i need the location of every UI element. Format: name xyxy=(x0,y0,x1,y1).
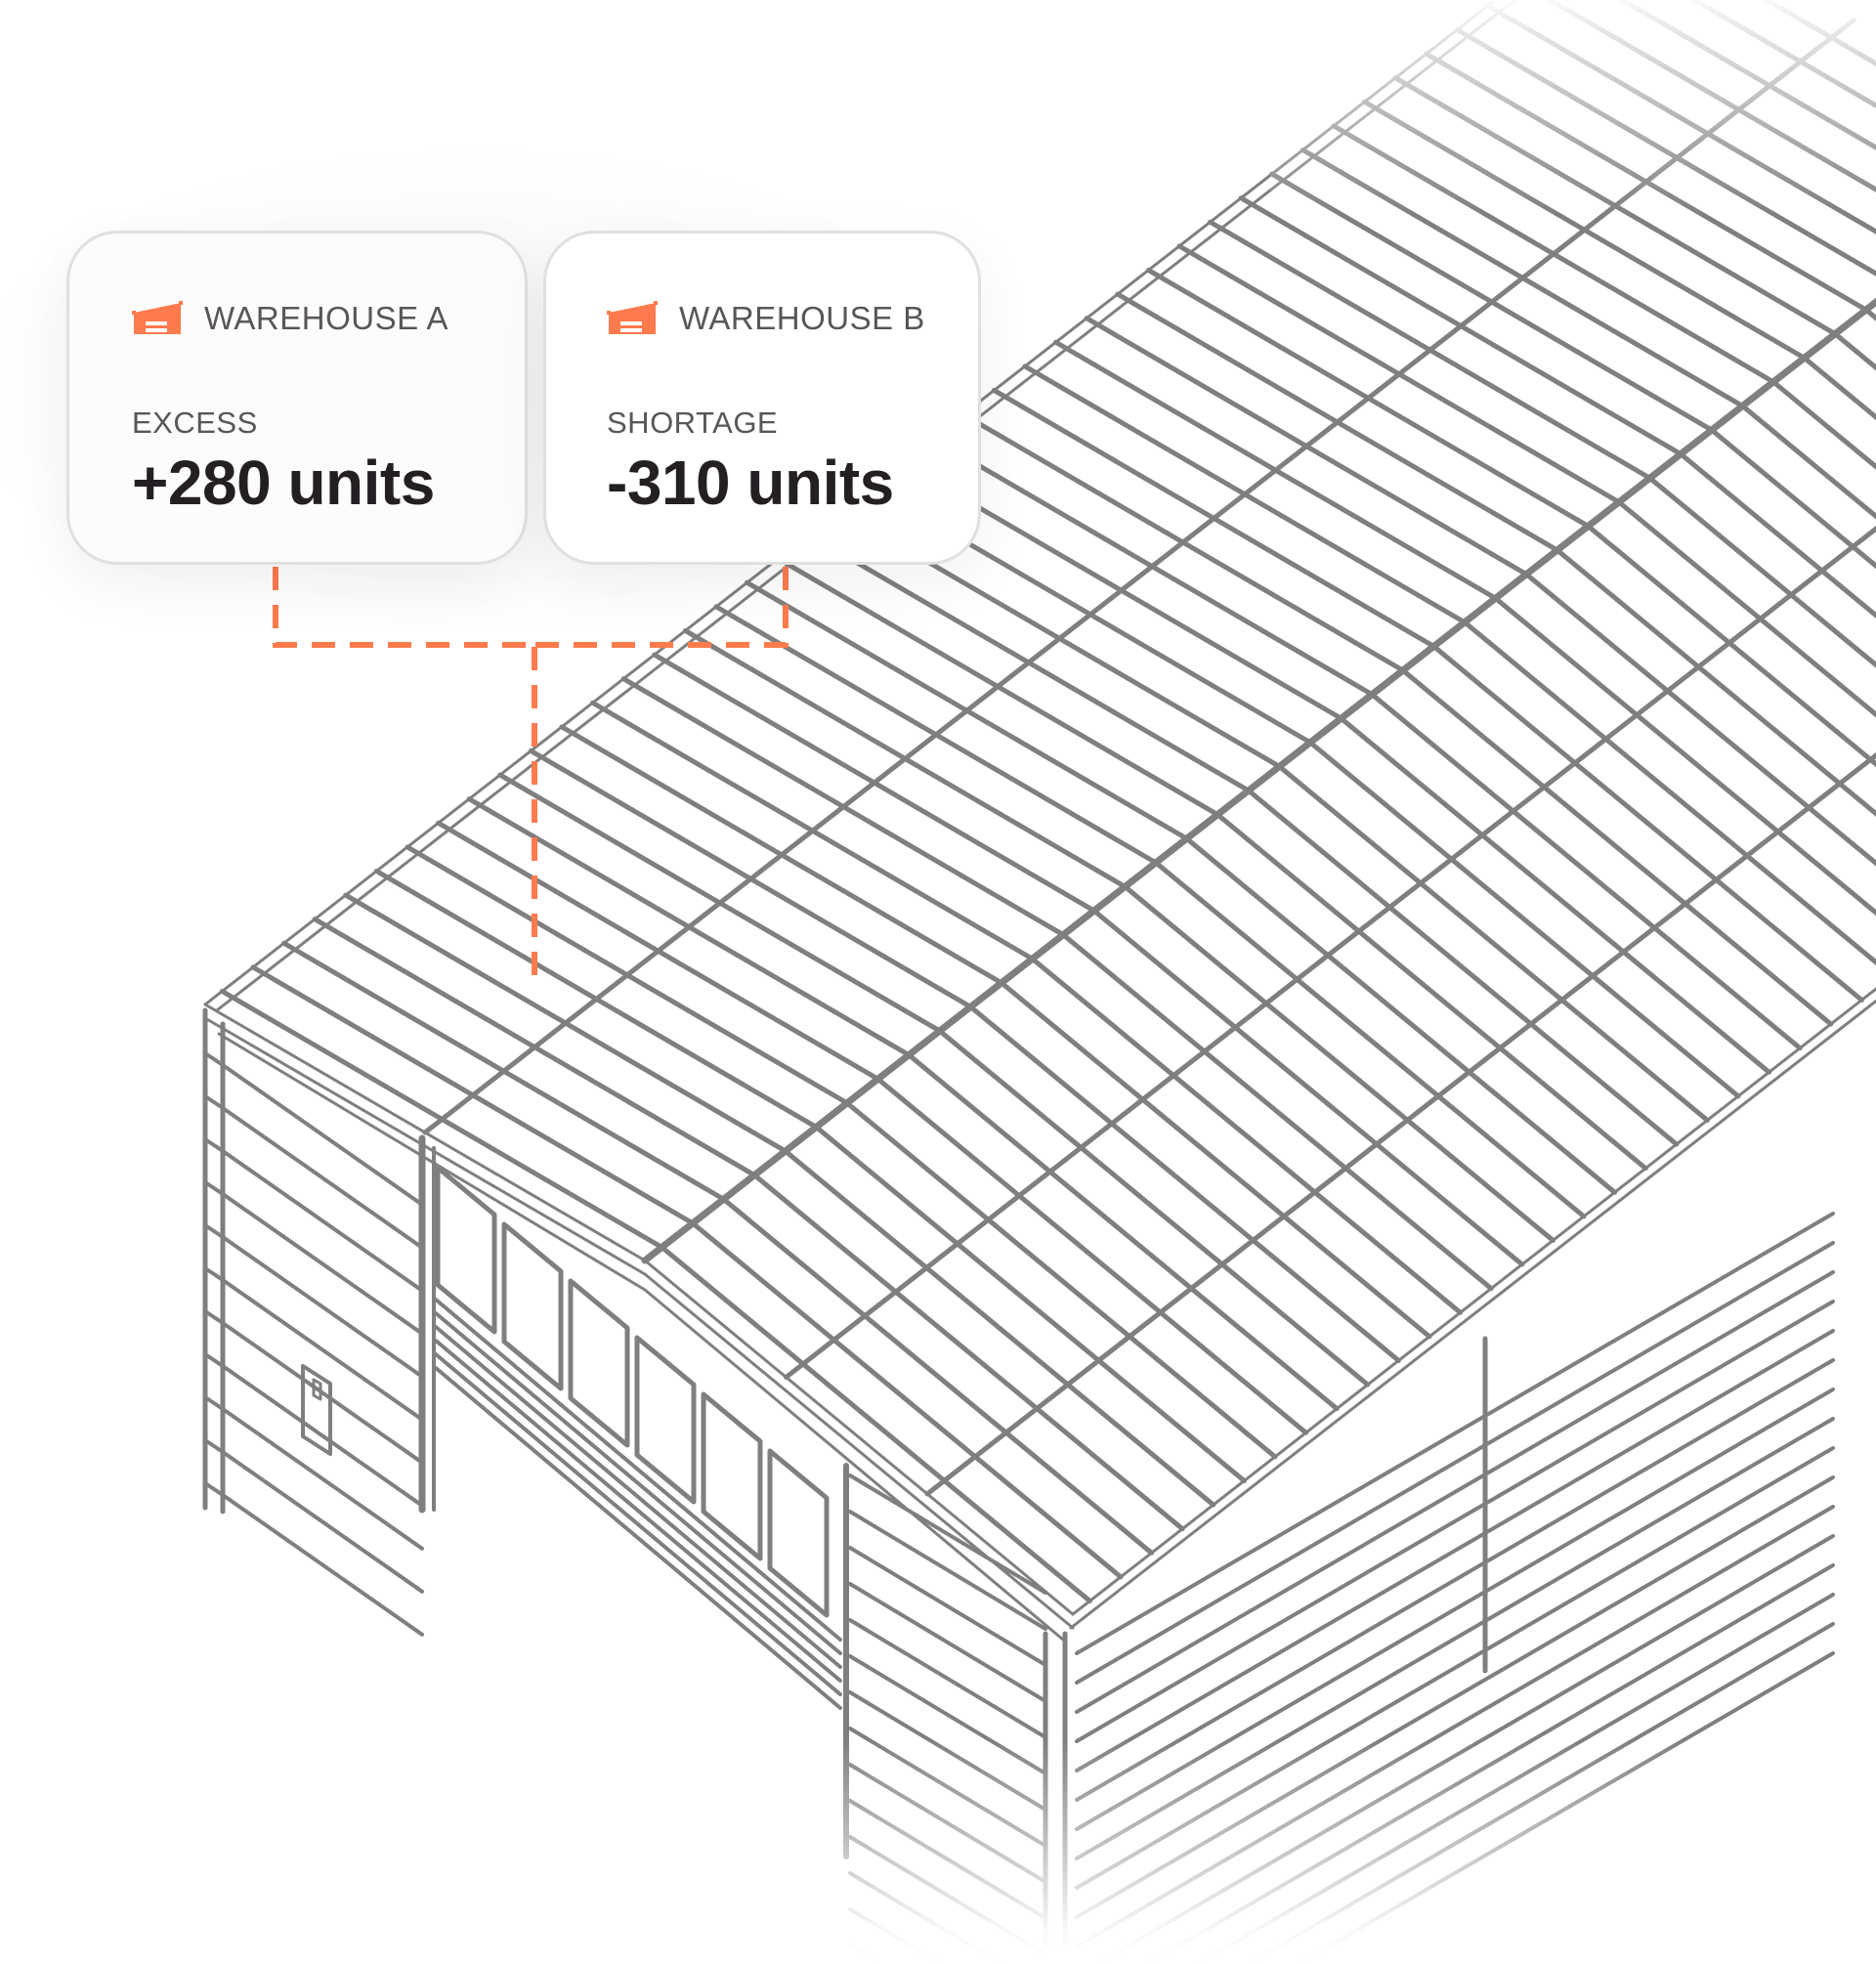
card-header: WAREHOUSE A xyxy=(132,300,448,337)
connector-left-leg xyxy=(273,567,534,648)
status-label: EXCESS xyxy=(132,406,258,440)
warehouse-icon xyxy=(132,301,183,334)
warehouse-a-card[interactable]: WAREHOUSE A EXCESS +280 units xyxy=(66,231,528,565)
warehouse-name: WAREHOUSE B xyxy=(679,300,925,336)
connector-right-leg xyxy=(534,567,789,648)
warehouse-name: WAREHOUSE A xyxy=(204,300,448,336)
warehouse-b-card[interactable]: WAREHOUSE B SHORTAGE -310 units xyxy=(543,231,981,565)
warehouse-icon xyxy=(607,301,658,334)
connector-lines xyxy=(273,567,789,977)
units-value: +280 units xyxy=(132,448,435,518)
card-header: WAREHOUSE B xyxy=(607,300,925,337)
status-label: SHORTAGE xyxy=(607,406,779,440)
units-value: -310 units xyxy=(607,448,894,518)
